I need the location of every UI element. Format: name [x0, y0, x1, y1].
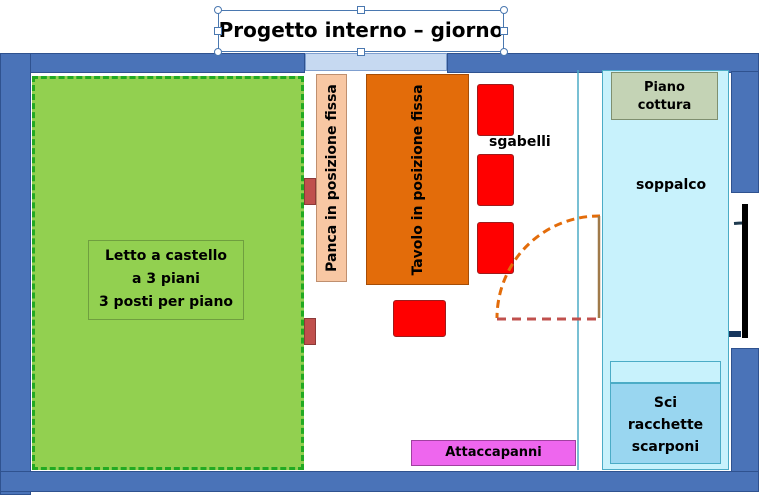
stove-line-1: Piano [644, 80, 685, 95]
bench: Panca in posizione fissa [316, 74, 347, 282]
selection-handle-icon[interactable] [357, 6, 365, 14]
loft-label: soppalco [636, 177, 707, 193]
stool [393, 300, 446, 337]
table: Tavolo in posizione fissa [366, 74, 469, 285]
storage-line-2: racchette [627, 417, 704, 433]
storage-line-3: scarponi [631, 439, 700, 455]
selection-handle-icon[interactable] [500, 6, 508, 14]
selection-handle-icon[interactable] [214, 27, 222, 35]
storage: Sci racchette scarponi [610, 383, 721, 464]
bunk-bed-line-1: Letto a castello [104, 248, 228, 264]
storage-line-1: Sci [653, 395, 678, 411]
stool [477, 154, 514, 206]
wall-block-lower [304, 318, 316, 345]
bunk-bed-line-2: a 3 piani [132, 271, 200, 287]
selection-handle-icon[interactable] [500, 27, 508, 35]
selection-handle-icon[interactable] [214, 6, 222, 14]
bunk-bed-line-3: 3 posti per piano [98, 294, 234, 310]
window-top [305, 53, 447, 71]
coat-rack: Attaccapanni [411, 440, 576, 466]
wall-right-upper [731, 71, 759, 193]
stool [477, 222, 514, 274]
stool [477, 84, 514, 136]
stools-label: sgabelli [489, 134, 551, 150]
bunk-bed-label-box: Letto a castello a 3 piani 3 posti per p… [88, 240, 244, 320]
coat-rack-label: Attaccapanni [445, 445, 542, 460]
wall-block-upper [304, 178, 316, 205]
bunk-bed-area [32, 76, 304, 470]
wall-left [0, 53, 31, 495]
selection-handle-icon[interactable] [357, 48, 365, 56]
selection-handle-icon[interactable] [214, 48, 222, 56]
stove: Piano cottura [611, 72, 718, 120]
page-title: Progetto interno – giorno [218, 18, 504, 42]
selection-handle-icon[interactable] [500, 48, 508, 56]
storage-top-strip [610, 361, 721, 383]
stove-line-2: cottura [637, 98, 692, 113]
